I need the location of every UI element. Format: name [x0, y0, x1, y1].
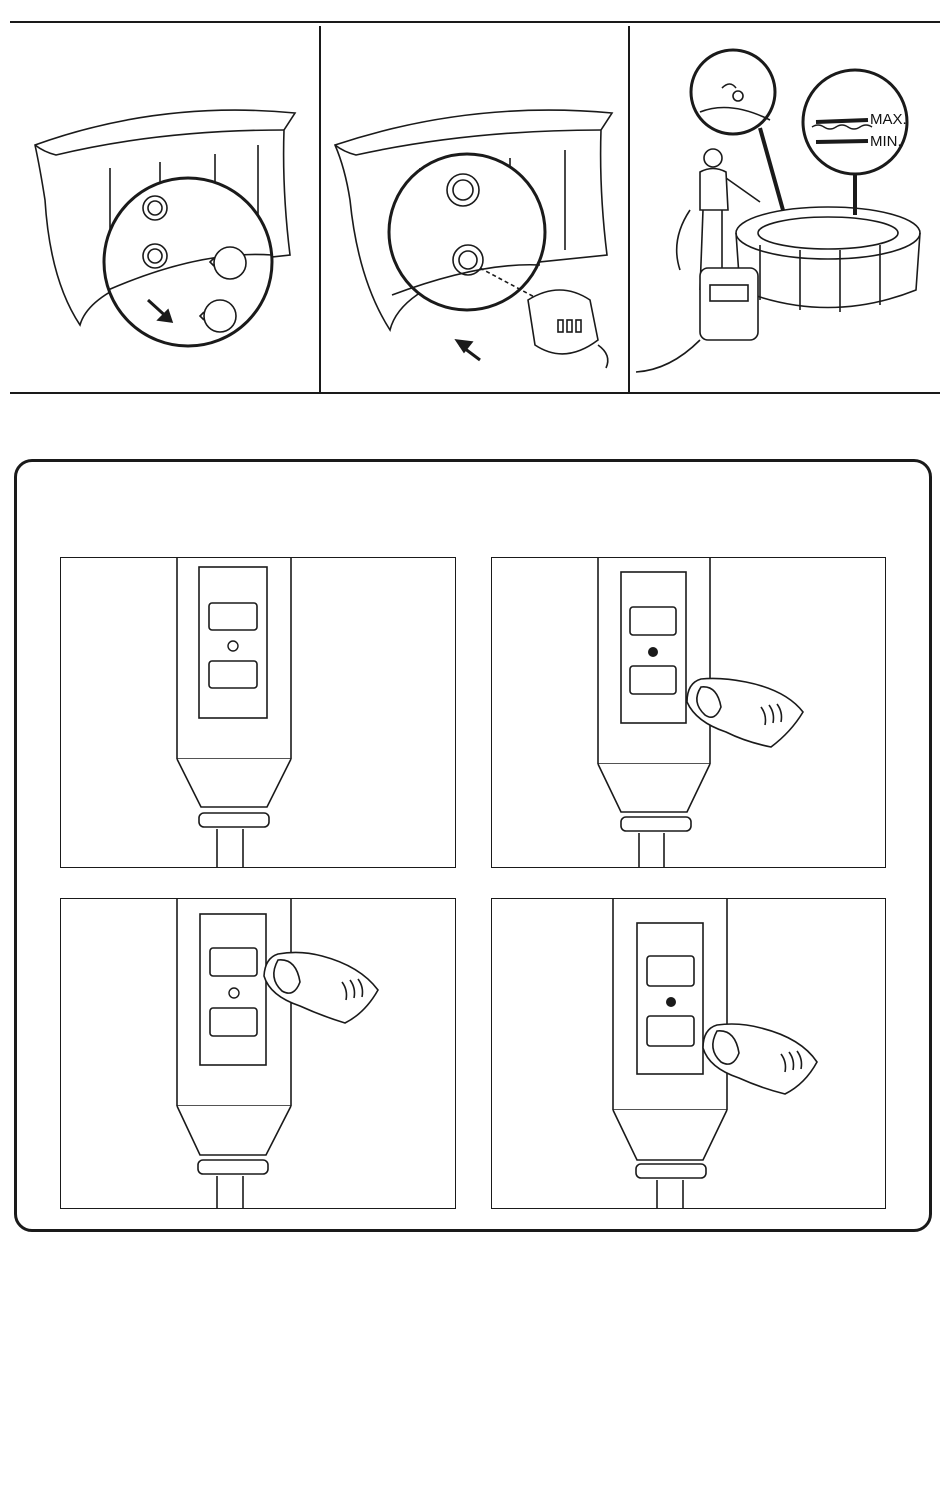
gfci-panel-1 — [60, 557, 456, 868]
spa-wall-jet-caps-icon — [35, 110, 295, 346]
gfci-panel-3 — [60, 898, 456, 1209]
indicator-light-on — [648, 647, 658, 657]
gfci-panel-2 — [491, 557, 886, 868]
indicator-light-on — [666, 997, 676, 1007]
spa-filter-cartridge-icon — [335, 110, 612, 368]
max-label: MAX. — [870, 111, 907, 128]
indicator-light-off — [229, 988, 239, 998]
min-label: MIN. — [870, 133, 902, 150]
top-illustration-strip: MAX. MIN. — [0, 0, 950, 400]
indicator-light-off — [228, 641, 238, 651]
gfci-panel-4 — [491, 898, 886, 1209]
person-filling-spa-icon — [636, 50, 920, 372]
